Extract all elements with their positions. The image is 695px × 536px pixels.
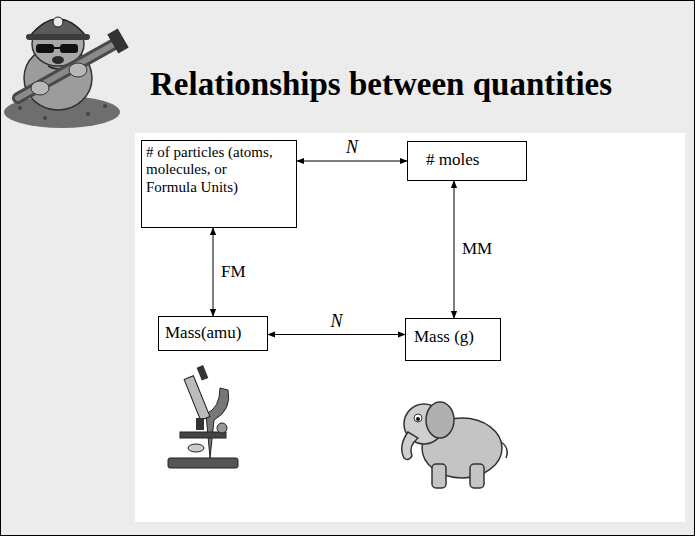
box-text: # moles [426,150,518,170]
microscope-illustration [168,365,238,468]
conversion-arrow [454,181,455,318]
conversion-arrow [213,228,214,316]
conversion-arrow [268,334,405,335]
conversion-factor-label: MM [460,240,494,259]
quantity-box: Mass (g) [405,318,501,361]
quantity-box: # of particles (atoms, molecules, or For… [141,140,297,228]
box-text: Mass (g) [414,327,492,347]
conversion-factor-label: N [344,138,360,158]
diagram-panel [135,133,685,522]
conversion-factor-label: N [328,312,344,332]
quantity-box: # moles [407,141,527,181]
conversion-arrow [297,161,407,162]
slide-title: Relationships between quantities [150,66,612,102]
box-text: Mass(amu) [165,323,259,343]
mole-illustration [4,17,129,128]
elephant-illustration [402,402,507,488]
conversion-factor-label: FM [219,263,248,282]
quantity-box: Mass(amu) [158,316,268,351]
box-text: # of particles (atoms, molecules, or For… [146,144,276,196]
